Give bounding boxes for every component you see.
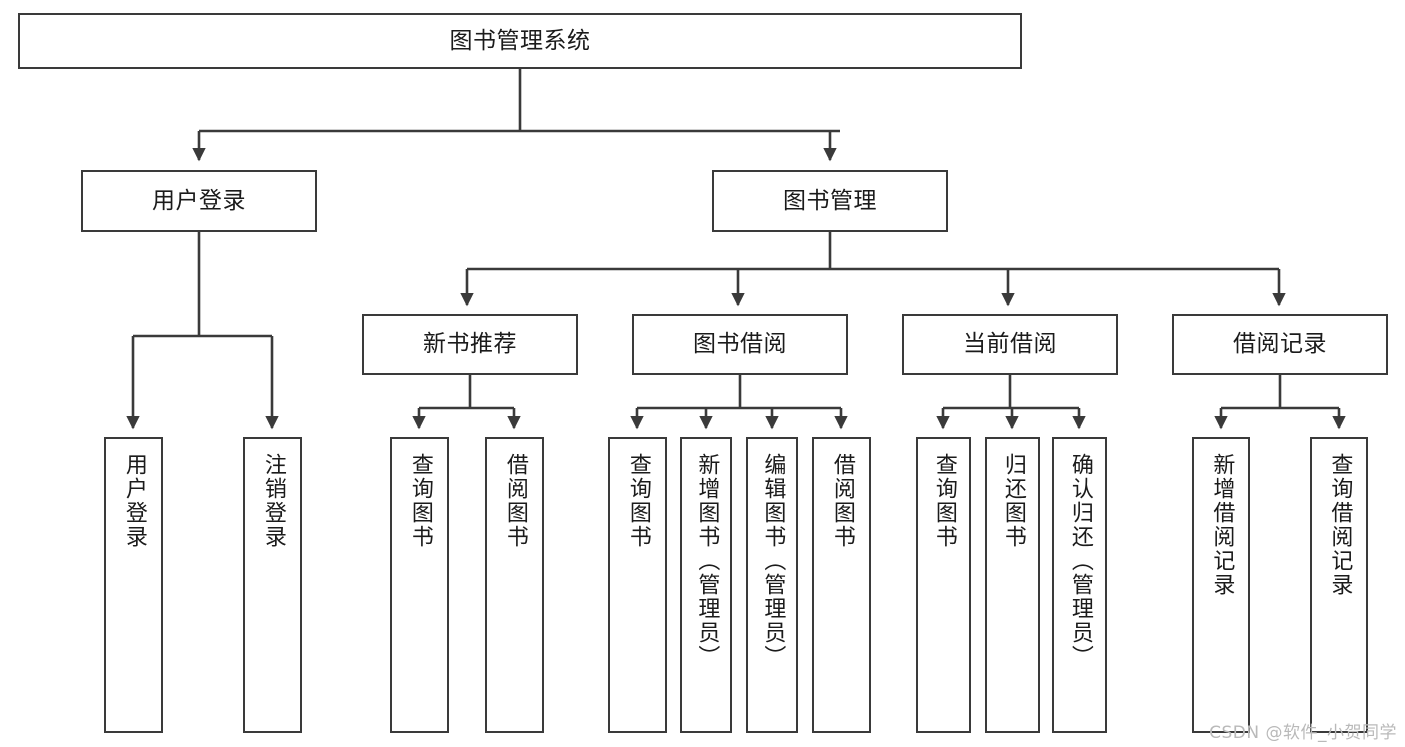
node-user-login-label: 用户登录 [152,187,246,214]
leaf-confirm-return-admin[interactable]: 确认归还（管理员） [1052,437,1107,733]
node-borrow-record-label: 借阅记录 [1233,331,1327,358]
node-book-borrow[interactable]: 图书借阅 [632,314,848,375]
node-root[interactable]: 图书管理系统 [18,13,1022,69]
csdn-watermark: CSDN @软件_小贺同学 [1209,723,1397,743]
leaf-logout-login-label: 注销登录 [260,453,286,549]
leaf-add-borrow-record-label: 新增借阅记录 [1209,453,1235,597]
node-book-manage[interactable]: 图书管理 [712,170,948,232]
leaf-query-book-cur-label: 查询图书 [931,453,957,549]
node-book-borrow-label: 图书借阅 [693,331,787,358]
leaf-add-book-admin[interactable]: 新增图书（管理员） [680,437,732,733]
node-new-book-recommend-label: 新书推荐 [423,331,517,358]
leaf-user-login[interactable]: 用户登录 [104,437,163,733]
leaf-confirm-return-admin-label: 确认归还（管理员） [1067,453,1093,669]
leaf-query-book-borrow-label: 查询图书 [625,453,651,549]
leaf-query-borrow-record-label: 查询借阅记录 [1327,453,1353,597]
leaf-query-book-borrow[interactable]: 查询图书 [608,437,667,733]
node-root-label: 图书管理系统 [449,27,591,54]
node-borrow-record[interactable]: 借阅记录 [1172,314,1388,375]
leaf-borrow-book-rec-label: 借阅图书 [502,453,528,549]
node-user-login[interactable]: 用户登录 [81,170,317,232]
leaf-borrow-book-label: 借阅图书 [829,453,855,549]
leaf-borrow-book-rec[interactable]: 借阅图书 [485,437,544,733]
leaf-add-borrow-record[interactable]: 新增借阅记录 [1192,437,1250,733]
node-current-borrow-label: 当前借阅 [963,331,1057,358]
leaf-query-book-rec-label: 查询图书 [407,453,433,549]
leaf-return-book[interactable]: 归还图书 [985,437,1040,733]
node-new-book-recommend[interactable]: 新书推荐 [362,314,578,375]
leaf-query-borrow-record[interactable]: 查询借阅记录 [1310,437,1368,733]
leaf-borrow-book[interactable]: 借阅图书 [812,437,871,733]
leaf-query-book-rec[interactable]: 查询图书 [390,437,449,733]
leaf-return-book-label: 归还图书 [1000,453,1026,549]
leaf-edit-book-admin[interactable]: 编辑图书（管理员） [746,437,798,733]
leaf-logout-login[interactable]: 注销登录 [243,437,302,733]
leaf-query-book-cur[interactable]: 查询图书 [916,437,971,733]
leaf-add-book-admin-label: 新增图书（管理员） [694,453,720,669]
node-book-manage-label: 图书管理 [783,187,877,214]
leaf-user-login-label: 用户登录 [121,453,147,549]
leaf-edit-book-admin-label: 编辑图书（管理员） [760,453,786,669]
node-current-borrow[interactable]: 当前借阅 [902,314,1118,375]
